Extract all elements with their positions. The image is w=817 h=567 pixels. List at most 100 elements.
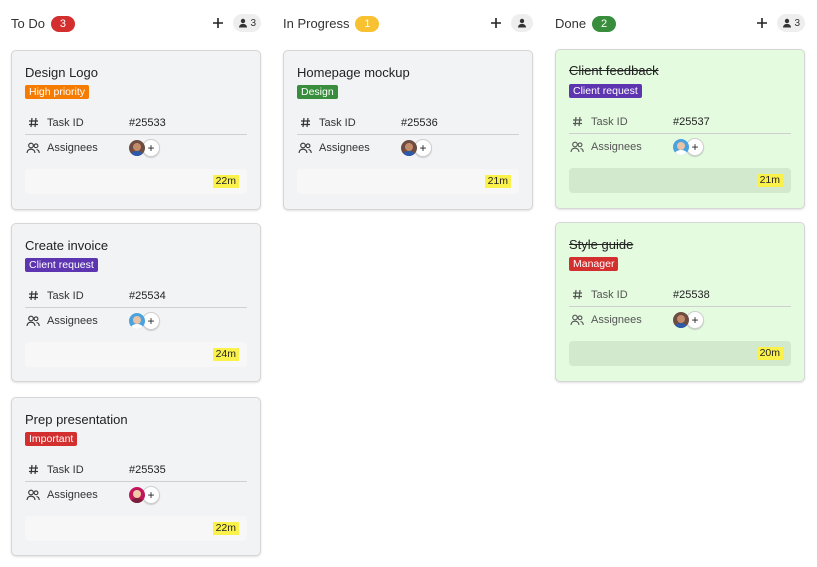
column-title: Done xyxy=(555,16,587,31)
task-id-value: #25535 xyxy=(129,463,166,476)
members-count: 3 xyxy=(794,17,800,29)
plus-icon xyxy=(213,18,224,28)
add-assignee-button[interactable]: + xyxy=(142,139,160,157)
group-icon xyxy=(25,140,41,156)
column-title: In Progress xyxy=(283,16,350,31)
task-id-label: Task ID xyxy=(591,288,628,301)
column-header: Done 2 3 xyxy=(555,0,805,47)
column-actions: 3 xyxy=(209,14,261,32)
card-footer: 22m xyxy=(25,169,247,194)
members-button[interactable] xyxy=(511,14,533,32)
assignees-label: Assignees xyxy=(47,489,98,501)
assignees-row: Assignees + xyxy=(569,135,791,159)
assignees-row: Assignees + xyxy=(297,136,519,160)
add-assignee-button[interactable]: + xyxy=(142,486,160,504)
task-id-row: Task ID #25538 xyxy=(569,283,791,307)
card-tag: Important xyxy=(25,432,78,446)
assignee-list: + xyxy=(129,139,160,157)
group-icon xyxy=(569,139,585,155)
plus-icon xyxy=(491,18,501,28)
person-icon xyxy=(518,18,526,28)
card-tag: Client request xyxy=(569,84,642,98)
assignee-avatar[interactable] xyxy=(673,312,689,328)
assignees-label: Assignees xyxy=(47,315,98,327)
column-title: To Do xyxy=(11,16,45,31)
task-card[interactable]: Client feedback Client request Task ID #… xyxy=(555,49,805,209)
person-icon xyxy=(783,18,792,28)
task-id-value: #25534 xyxy=(129,289,166,302)
card-tag: High priority xyxy=(25,85,90,99)
assignee-avatar[interactable] xyxy=(129,487,145,503)
card-tag: Manager xyxy=(569,257,619,271)
assignees-label: Assignees xyxy=(591,314,642,326)
task-card[interactable]: Prep presentation Important Task ID #255… xyxy=(11,397,261,556)
time-badge: 20m xyxy=(756,347,783,360)
group-icon xyxy=(569,312,585,328)
column-to-do: To Do 3 3 Design Logo High priority Task… xyxy=(11,0,261,556)
plus-icon xyxy=(757,18,768,28)
members-count: 3 xyxy=(250,17,256,29)
card-title: Client feedback xyxy=(569,63,659,78)
assignee-list: + xyxy=(129,312,160,330)
add-task-button[interactable] xyxy=(209,14,227,32)
card-title: Design Logo xyxy=(25,65,98,80)
task-id-label: Task ID xyxy=(591,115,628,128)
assignee-list: + xyxy=(673,138,704,156)
add-task-button[interactable] xyxy=(487,14,505,32)
time-badge: 21m xyxy=(484,175,511,188)
assignees-row: Assignees + xyxy=(25,309,247,333)
task-id-row: Task ID #25534 xyxy=(25,284,247,308)
assignees-label: Assignees xyxy=(591,141,642,153)
assignees-label: Assignees xyxy=(319,142,370,154)
task-id-label: Task ID xyxy=(47,116,84,129)
column-actions: 3 xyxy=(753,14,805,32)
group-icon xyxy=(25,487,41,503)
assignees-row: Assignees + xyxy=(569,308,791,332)
hash-icon xyxy=(25,288,41,304)
assignee-avatar[interactable] xyxy=(673,139,689,155)
task-count-badge: 1 xyxy=(355,15,380,32)
assignee-avatar[interactable] xyxy=(129,313,145,329)
time-badge: 22m xyxy=(212,522,239,535)
assignee-list: + xyxy=(401,139,432,157)
group-icon xyxy=(297,140,313,156)
hash-icon xyxy=(569,287,585,303)
task-card[interactable]: Style guide Manager Task ID #25538 Assig… xyxy=(555,222,805,382)
assignee-list: + xyxy=(673,311,704,329)
assignee-list: + xyxy=(129,486,160,504)
assignees-row: Assignees + xyxy=(25,483,247,507)
task-id-label: Task ID xyxy=(47,463,84,476)
task-card[interactable]: Design Logo High priority Task ID #25533… xyxy=(11,50,261,210)
column-header: In Progress 1 xyxy=(283,0,533,47)
group-icon xyxy=(25,313,41,329)
task-id-label: Task ID xyxy=(47,289,84,302)
assignee-avatar[interactable] xyxy=(129,140,145,156)
task-card[interactable]: Homepage mockup Design Task ID #25536 As… xyxy=(283,50,533,210)
assignee-avatar[interactable] xyxy=(401,140,417,156)
task-id-value: #25536 xyxy=(401,116,438,129)
members-button[interactable]: 3 xyxy=(233,14,261,32)
assignees-label: Assignees xyxy=(47,142,98,154)
person-icon xyxy=(239,18,248,28)
add-task-button[interactable] xyxy=(753,14,771,32)
column-done: Done 2 3 Client feedback Client request … xyxy=(555,0,805,382)
task-card[interactable]: Create invoice Client request Task ID #2… xyxy=(11,223,261,382)
card-tag: Design xyxy=(297,85,338,99)
task-id-value: #25537 xyxy=(673,115,710,128)
card-footer: 24m xyxy=(25,342,247,367)
task-id-value: #25538 xyxy=(673,288,710,301)
card-title: Prep presentation xyxy=(25,412,128,427)
task-id-row: Task ID #25536 xyxy=(297,111,519,135)
card-tag: Client request xyxy=(25,258,98,272)
column-in-progress: In Progress 1 Homepage mockup Design Tas… xyxy=(283,0,533,210)
task-id-value: #25533 xyxy=(129,116,166,129)
card-footer: 21m xyxy=(569,168,791,193)
members-button[interactable]: 3 xyxy=(777,14,805,32)
card-title: Create invoice xyxy=(25,238,109,253)
card-title: Homepage mockup xyxy=(297,65,410,80)
assignees-row: Assignees + xyxy=(25,136,247,160)
card-footer: 22m xyxy=(25,516,247,541)
time-badge: 24m xyxy=(212,348,239,361)
hash-icon xyxy=(25,115,41,131)
card-footer: 21m xyxy=(297,169,519,194)
